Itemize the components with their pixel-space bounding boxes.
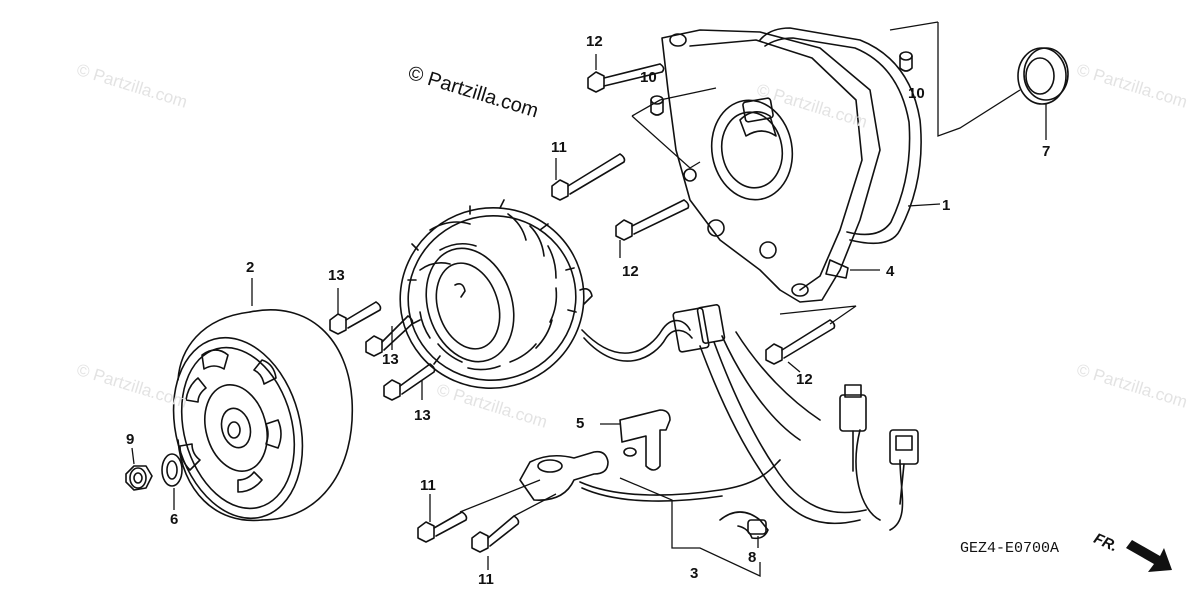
- callout-bolt-11-top: 11: [551, 139, 567, 156]
- connector-right-a: [839, 384, 867, 472]
- connector-right-b: [889, 429, 919, 505]
- callout-bolt-13-bottom: 13: [414, 407, 431, 424]
- callout-cover: 1: [942, 197, 951, 214]
- bolt-13-mid: [365, 315, 414, 357]
- diagram-code: GEZ4-E0700A: [960, 540, 1060, 557]
- dowel-left: [650, 95, 664, 116]
- bolt-11-br: [471, 515, 520, 553]
- pulser-sensor: [519, 450, 781, 502]
- callout-bolt-13-top: 13: [328, 267, 345, 284]
- callout-bolt-11-br: 11: [478, 571, 494, 588]
- callout-bolt-11-bl: 11: [420, 477, 436, 494]
- callout-bracket: 5: [576, 415, 585, 432]
- callout-bolt-12-top: 12: [586, 33, 603, 50]
- leader-lines: [131, 21, 1047, 578]
- bolt-12-right: [765, 319, 836, 365]
- callout-bolt-12-mid: 12: [622, 263, 639, 280]
- callout-harness: 3: [690, 565, 699, 582]
- bolt-12-top: [587, 63, 665, 93]
- nut: [125, 465, 153, 491]
- stator: [399, 199, 593, 389]
- callout-dowel-left: 10: [640, 69, 657, 86]
- dowel-right: [899, 51, 913, 72]
- cover: [661, 27, 922, 303]
- callout-flywheel: 2: [246, 259, 255, 276]
- callout-bolt-12-right: 12: [796, 371, 813, 388]
- bolt-11-top: [551, 153, 626, 201]
- bracket: [619, 409, 671, 471]
- bolt-12-mid: [615, 199, 690, 241]
- callout-gasket: 4: [886, 263, 895, 280]
- bolt-11-bl: [417, 511, 468, 543]
- callout-nut: 9: [126, 431, 135, 448]
- clip: [719, 511, 769, 540]
- callout-clip: 8: [748, 549, 757, 566]
- flywheel: [172, 309, 354, 522]
- callout-washer: 6: [170, 511, 179, 528]
- oil-seal: [1017, 47, 1069, 105]
- washer: [161, 453, 183, 487]
- callout-bolt-13-mid: 13: [382, 351, 399, 368]
- bolt-13-bottom: [383, 363, 436, 401]
- front-arrow: [1126, 540, 1172, 572]
- callout-dowel-right: 10: [908, 85, 925, 102]
- callout-oil-seal: 7: [1042, 143, 1051, 160]
